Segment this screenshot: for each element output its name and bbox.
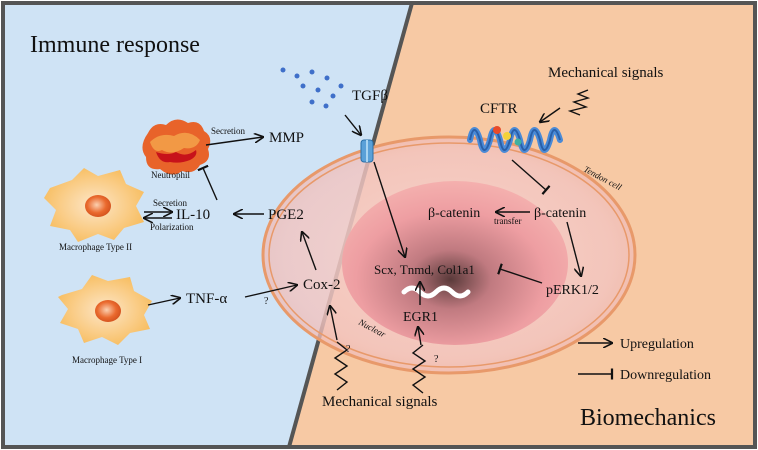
arrow-macrophage-tnfa: [147, 298, 180, 306]
legend: Upregulation Downregulation: [578, 337, 711, 383]
transfer-label: transfer: [494, 216, 521, 226]
neutrophil-cell: [142, 119, 211, 175]
cox2-label: Cox-2: [303, 277, 341, 293]
inhibit-cftr-bcatenin: [511, 159, 551, 195]
macrophage-type-i-cell: [58, 275, 152, 345]
mechanical-signal-top-arrow: [540, 107, 561, 122]
egr1-label: EGR1: [403, 310, 438, 325]
tendon-cell-membrane-inner: [268, 142, 630, 368]
arrow-tgfb-receptor: [344, 114, 361, 135]
bcatenin-cytoplasm-label: β-catenin: [534, 206, 586, 221]
immune-response-title: Immune response: [30, 32, 200, 58]
neutrophil-label: Neutrophil: [151, 170, 190, 180]
macrophage-type-i-label: Macrophage Type I: [72, 355, 142, 365]
il10-label: IL-10: [176, 207, 210, 223]
mechanical-signal-zigzag-right: [411, 344, 427, 394]
macrophage-type-ii-label: Macrophage Type II: [59, 242, 132, 252]
tgf-beta-label: TGFβ: [352, 88, 388, 104]
tnfa-label: TNF-α: [186, 291, 227, 307]
secretion-il10-label: Secretion: [153, 198, 187, 208]
polarization-label: Polarization: [150, 222, 194, 232]
inhibit-il10-neutrophil: [197, 164, 218, 201]
macrophage-type-ii-cell: [44, 168, 144, 242]
arrow-mech-cox2: [330, 306, 338, 341]
legend-upregulation-label: Upregulation: [620, 337, 694, 352]
secretion-mmp-label: Secretion: [211, 126, 245, 136]
inhibit-perk-genes: [497, 263, 543, 284]
tgf-beta-molecules: [280, 67, 344, 109]
cftr-channel: [467, 126, 563, 153]
arrow-cox2-pge2: [302, 232, 317, 271]
bcatenin-nuclear-label: β-catenin: [428, 206, 480, 221]
question-mech-egr1: ?: [434, 354, 439, 365]
cftr-label: CFTR: [480, 101, 518, 117]
tendon-cell-membrane-outer: [261, 135, 637, 375]
arrow-receptor-genes: [373, 161, 405, 257]
question-mech-cox2: ?: [346, 344, 351, 355]
mechanical-signal-zigzag-left: [333, 341, 349, 391]
arrow-mech-egr1: [418, 327, 421, 346]
legend-downregulation-label: Downregulation: [620, 368, 711, 383]
mechanical-signals-top-label: Mechanical signals: [548, 65, 664, 81]
question-tnfa-cox2: ?: [264, 296, 269, 307]
arrow-bcatenin-perk: [566, 221, 581, 276]
target-genes-label: Scx, Tnmd, Col1a1: [374, 262, 475, 277]
biomechanics-title: Biomechanics: [580, 405, 716, 431]
perk-label: pERK1/2: [546, 283, 599, 298]
mmp-label: MMP: [269, 130, 304, 146]
pge2-label: PGE2: [268, 207, 304, 223]
arrow-neutrophil-mmp: [205, 137, 263, 146]
tgf-beta-receptor: [360, 139, 374, 163]
nucleus: [342, 181, 568, 345]
mechanical-signals-bottom-label: Mechanical signals: [322, 394, 438, 410]
arrow-tnfa-cox2: [244, 285, 297, 298]
mechanical-signal-top-zigzag: [567, 89, 591, 116]
